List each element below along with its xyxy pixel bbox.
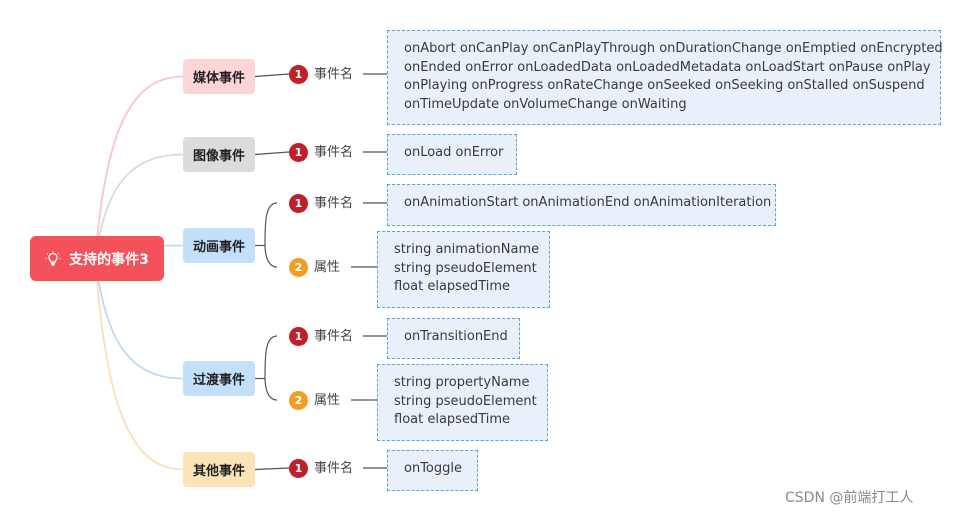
leaf-text-line: onAnimationStart onAnimationEnd onAnimat… (404, 195, 772, 210)
leaf-box-media-1[interactable]: onAbort onCanPlay onCanPlayThrough onDur… (387, 30, 943, 125)
leaf-text-line: string propertyName (394, 375, 530, 390)
leaf-text-line: onToggle (404, 461, 462, 476)
event-name-label: 事件名 (314, 329, 354, 344)
leaf-box-image-1[interactable]: onLoad onError (387, 134, 517, 175)
leaf-text-line: string pseudoElement (394, 260, 537, 276)
connector (254, 73, 290, 78)
property-label: 属性 (314, 260, 341, 275)
branch-transition (94, 258, 184, 380)
leaf-text-line: string pseudoElement (394, 393, 537, 409)
connector (264, 202, 278, 246)
leaf-text-line: string animationName (394, 242, 540, 257)
event-name-label: 事件名 (314, 145, 354, 160)
leaf-box-animation-1[interactable]: onAnimationStart onAnimationEnd onAnimat… (387, 184, 776, 226)
leaf-text-line: onTimeUpdate onVolumeChange onWaiting (404, 96, 687, 112)
category-transition[interactable]: 过渡事件 (183, 361, 255, 396)
leaf-box-transition-1[interactable]: onTransitionEnd (387, 318, 520, 359)
badge-2: 2 (289, 390, 308, 410)
badge-1: 1 (289, 193, 308, 213)
category-label: 图像事件 (192, 149, 245, 164)
category-label: 其他事件 (192, 464, 245, 479)
leaf-text-line: onLoad onError (404, 145, 504, 160)
leaf-box-transition-2[interactable]: string propertyName string pseudoElement f… (377, 364, 548, 441)
leaf-text-line: onPlaying onProgress onRateChange onSeek… (404, 78, 925, 94)
connector (264, 245, 278, 268)
category-other[interactable]: 其他事件 (183, 452, 255, 487)
connector (264, 378, 278, 401)
branch-other (94, 258, 184, 471)
badge-1: 1 (289, 458, 308, 478)
category-animation[interactable]: 动画事件 (183, 228, 255, 263)
category-image[interactable]: 图像事件 (183, 137, 255, 172)
connector (254, 467, 290, 471)
category-label: 过渡事件 (192, 373, 245, 388)
category-label: 动画事件 (192, 240, 245, 255)
lightbulb-icon (45, 250, 61, 267)
badge-1: 1 (289, 326, 308, 346)
leaf-text-line: onEnded onError onLoadedData onLoadedMet… (404, 59, 931, 75)
connector (254, 151, 290, 156)
badge-1: 1 (289, 142, 308, 162)
branch-media (94, 75, 184, 259)
root-node[interactable]: 支持的事件3 (30, 236, 164, 281)
event-name-label: 事件名 (314, 196, 354, 211)
root-label: 支持的事件3 (69, 251, 149, 268)
property-label: 属性 (314, 393, 341, 408)
leaf-text-line: onAbort onCanPlay onCanPlayThrough onDur… (404, 41, 943, 56)
leaf-text-line: float elapsedTime (394, 412, 511, 428)
leaf-box-other-1[interactable]: onToggle (387, 450, 478, 491)
leaf-text-line: float elapsedTime (394, 279, 511, 295)
event-name-label: 事件名 (314, 67, 354, 82)
leaf-text-line: onTransitionEnd (404, 329, 508, 344)
watermark: CSDN @前端打工人 (785, 490, 914, 506)
event-name-label: 事件名 (314, 461, 354, 476)
category-media[interactable]: 媒体事件 (183, 59, 255, 94)
badge-1: 1 (289, 64, 308, 84)
badge-2: 2 (289, 257, 308, 277)
leaf-box-animation-2[interactable]: string animationName string pseudoElement… (377, 231, 550, 308)
connector (264, 335, 278, 379)
category-label: 媒体事件 (192, 71, 245, 86)
